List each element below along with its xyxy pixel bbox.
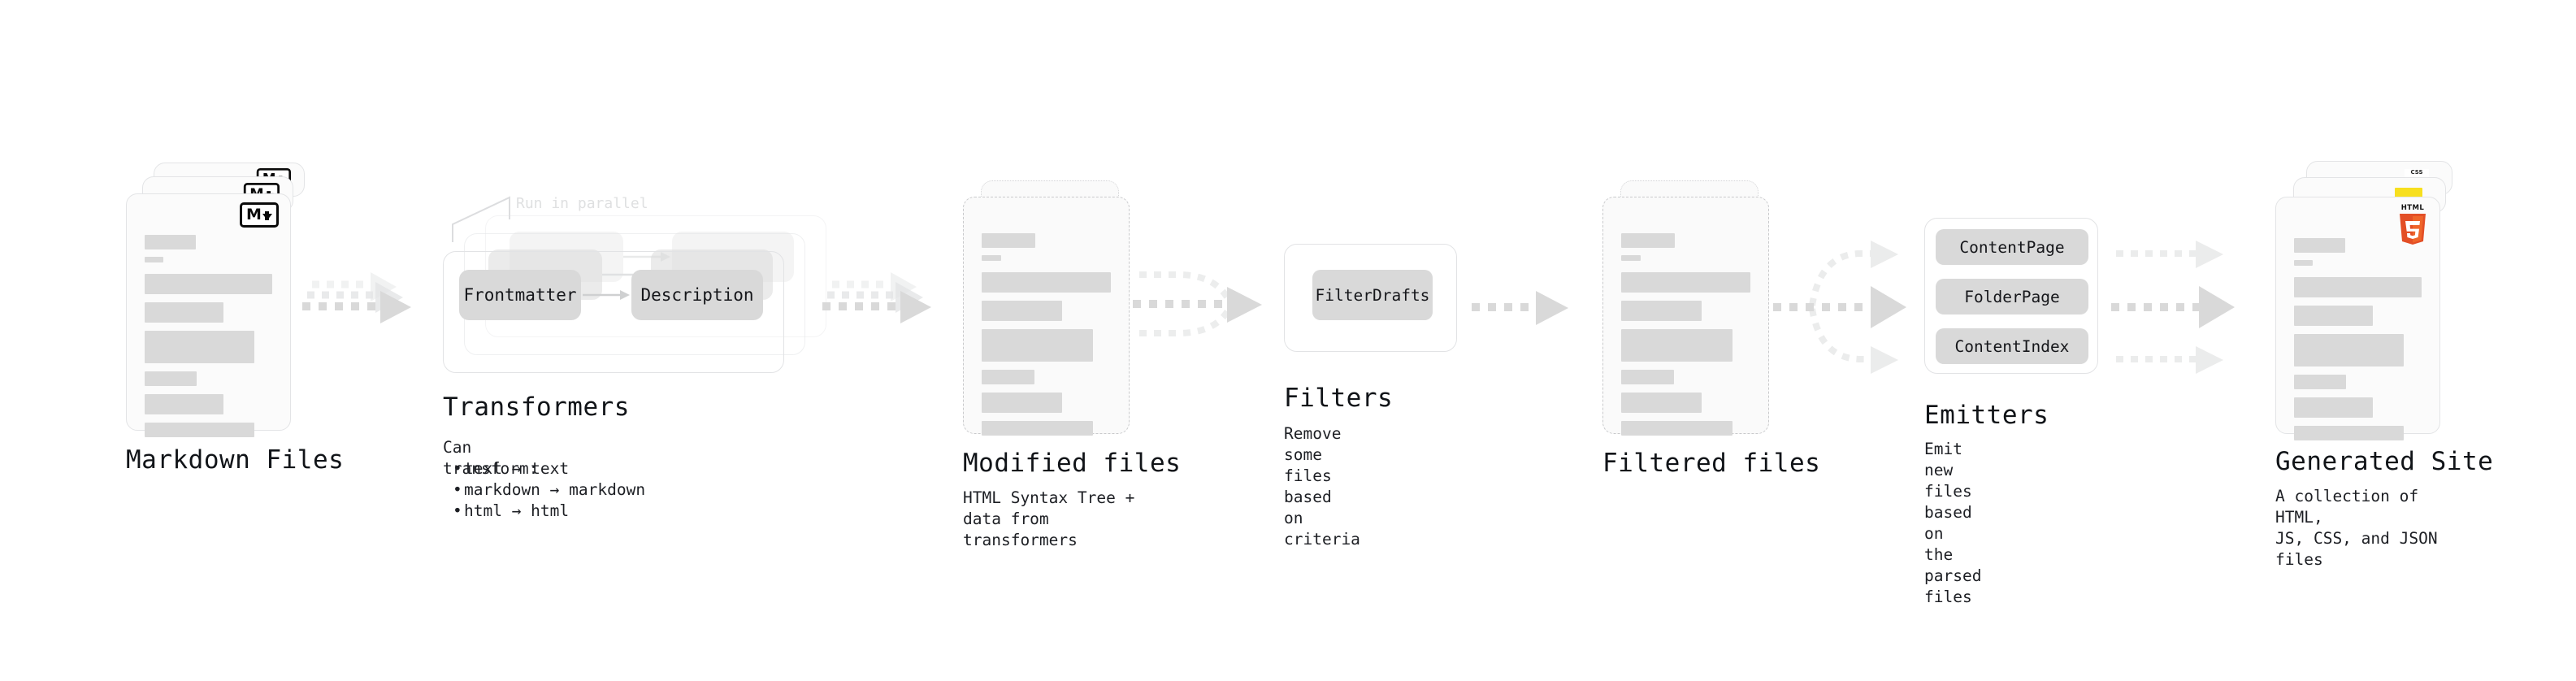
stage-markdown-files: M M M xyxy=(126,163,344,475)
connector-filtered-to-emitters xyxy=(1770,236,1916,378)
stage-filtered-files: Filtered files xyxy=(1602,180,1820,478)
emitter-chip-contentpage[interactable]: ContentPage xyxy=(1936,229,2088,265)
stage-generated-site: CSS HTML xyxy=(2275,161,2493,569)
connector-modified-to-filters xyxy=(1130,260,1272,349)
doc-line xyxy=(982,301,1062,321)
emitter-chip-folderpage[interactable]: FolderPage xyxy=(1936,279,2088,314)
connector-transformers-to-modified xyxy=(821,268,935,341)
modified-doc-stack xyxy=(963,180,1138,440)
doc-line xyxy=(145,274,272,294)
doc-line xyxy=(1621,255,1641,261)
css-icon-label: CSS xyxy=(2410,169,2423,176)
stage-title-filters: Filters xyxy=(1284,384,1394,413)
markdown-icon-arrow xyxy=(262,210,272,220)
stage-title-filtered-files: Filtered files xyxy=(1602,449,1821,478)
transformers-bullet: text → text xyxy=(451,458,645,479)
doc-line xyxy=(145,302,224,323)
doc-line xyxy=(1621,301,1702,321)
doc-line xyxy=(982,329,1093,362)
connector-md-to-transformers xyxy=(301,268,414,341)
doc-line xyxy=(2294,375,2347,389)
markdown-doc-stack: M M M xyxy=(126,163,305,437)
run-in-parallel-label: Run in parallel xyxy=(516,195,648,212)
stage-title-transformers: Transformers xyxy=(443,393,630,422)
markdown-doc-front: M xyxy=(126,193,291,437)
doc-line xyxy=(145,331,255,363)
modified-doc-front xyxy=(963,197,1130,436)
filtered-doc-stack xyxy=(1602,180,1777,440)
doc-line xyxy=(145,423,255,437)
doc-line xyxy=(1621,421,1733,436)
doc-line xyxy=(2294,260,2313,266)
filter-chip-filterdrafts[interactable]: FilterDrafts xyxy=(1312,270,1433,320)
stage-title-generated-site: Generated Site xyxy=(2275,447,2494,476)
doc-line xyxy=(982,370,1035,384)
filters-box: FilterDrafts xyxy=(1284,244,1457,352)
doc-line xyxy=(2294,334,2405,367)
doc-line xyxy=(1621,233,1675,248)
stage-title-markdown-files: Markdown Files xyxy=(126,445,345,475)
transformers-bullet-list: text → text markdown → markdown html → h… xyxy=(451,458,645,522)
doc-placeholder-lines xyxy=(1621,233,1750,436)
transformer-chip-frontmatter[interactable]: Frontmatter xyxy=(459,270,581,320)
doc-line xyxy=(1621,329,1733,362)
emitters-box: ContentPage FolderPage ContentIndex xyxy=(1924,218,2098,374)
parallel-bracket xyxy=(451,195,540,249)
modified-files-caption: HTML Syntax Tree + data from transformer… xyxy=(963,488,1135,549)
doc-placeholder-lines xyxy=(145,235,272,437)
filtered-doc-front xyxy=(1602,197,1769,436)
doc-line xyxy=(1621,370,1675,384)
transformers-bullet: markdown → markdown xyxy=(451,479,645,501)
transformer-card-front xyxy=(443,251,784,373)
html5-icon-word: HTML xyxy=(2400,204,2425,212)
connector-emitters-to-site xyxy=(2110,236,2252,378)
filters-caption: Remove some files based on criteria xyxy=(1284,424,1360,549)
doc-placeholder-lines xyxy=(982,233,1111,436)
generated-site-caption: A collection of HTML, JS, CSS, and JSON … xyxy=(2275,487,2438,569)
transformer-row-front: Frontmatter Description xyxy=(459,270,763,320)
markdown-icon: M xyxy=(240,202,279,228)
emitters-caption: Emit new files based on the parsed files xyxy=(1924,440,1982,606)
doc-line xyxy=(2294,277,2422,297)
doc-line xyxy=(145,235,196,249)
site-doc-stack: CSS HTML xyxy=(2275,161,2462,440)
connector-filters-to-filtered xyxy=(1469,283,1575,332)
transformer-arrow xyxy=(581,288,631,301)
stage-title-emitters: Emitters xyxy=(1924,401,2049,430)
emitter-chip-contentindex[interactable]: ContentIndex xyxy=(1936,328,2088,364)
doc-line xyxy=(145,257,163,262)
doc-line xyxy=(145,371,197,386)
site-doc-front: HTML xyxy=(2275,197,2440,440)
transformer-chip-description[interactable]: Description xyxy=(631,270,763,320)
doc-line xyxy=(1621,393,1702,413)
doc-line xyxy=(2294,238,2345,253)
doc-line xyxy=(982,233,1035,248)
html5-icon-shield xyxy=(2397,212,2428,246)
markdown-icon-letter: M xyxy=(246,206,262,223)
stage-modified-files: Modified files HTML Syntax Tree + data f… xyxy=(963,180,1181,549)
doc-line xyxy=(2294,397,2374,418)
doc-line xyxy=(982,393,1062,413)
doc-line xyxy=(982,255,1001,261)
doc-placeholder-lines xyxy=(2294,238,2422,440)
doc-line xyxy=(2294,306,2374,326)
stage-title-modified-files: Modified files xyxy=(963,449,1182,478)
transformers-bullet: html → html xyxy=(451,501,645,522)
doc-line xyxy=(982,272,1111,293)
doc-line xyxy=(145,394,224,414)
doc-line xyxy=(982,421,1093,436)
doc-line xyxy=(2294,426,2405,440)
html5-icon: HTML xyxy=(2396,204,2430,246)
doc-line xyxy=(1621,272,1750,293)
